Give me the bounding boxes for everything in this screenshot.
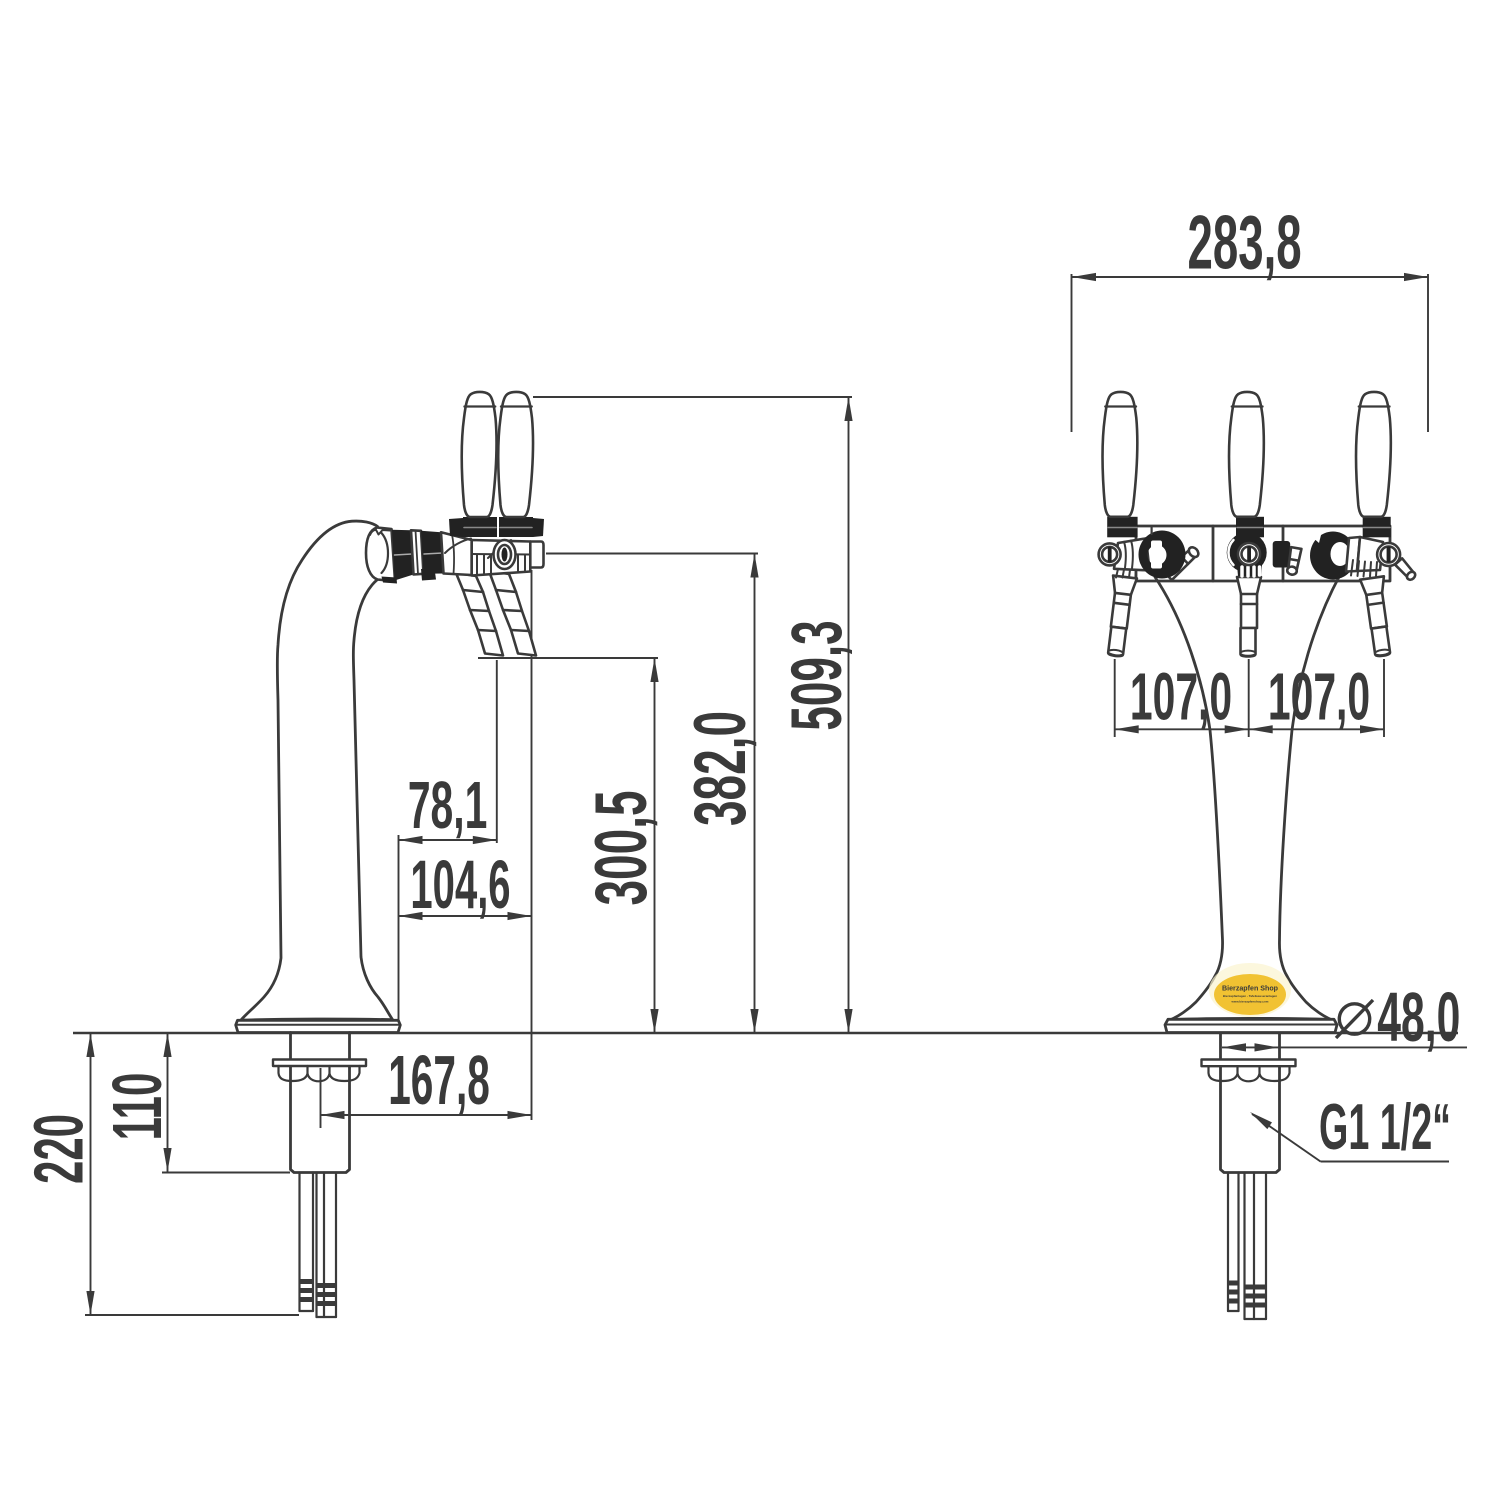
- svg-text:Bierzapfanlagen - Tafelwassera: Bierzapfanlagen - Tafelwasseranlagen: [1223, 994, 1277, 998]
- svg-text:300,5: 300,5: [580, 790, 661, 905]
- svg-text:48,0: 48,0: [1377, 979, 1460, 1056]
- svg-text:110: 110: [99, 1073, 177, 1141]
- svg-text:78,1: 78,1: [408, 767, 488, 842]
- svg-text:107,0: 107,0: [1130, 659, 1232, 734]
- svg-text:Bierzapfen Shop: Bierzapfen Shop: [1222, 985, 1279, 993]
- svg-text:509,3: 509,3: [777, 620, 856, 730]
- svg-text:G1 1/2“: G1 1/2“: [1319, 1092, 1451, 1164]
- svg-text:104,6: 104,6: [410, 846, 510, 923]
- svg-text:220: 220: [21, 1114, 99, 1184]
- svg-text:167,8: 167,8: [388, 1042, 490, 1120]
- svg-text:382,0: 382,0: [679, 711, 760, 826]
- svg-text:283,8: 283,8: [1188, 201, 1302, 286]
- svg-text:www.bierzapfenshop.com: www.bierzapfenshop.com: [1231, 999, 1269, 1003]
- svg-text:107,0: 107,0: [1268, 659, 1370, 734]
